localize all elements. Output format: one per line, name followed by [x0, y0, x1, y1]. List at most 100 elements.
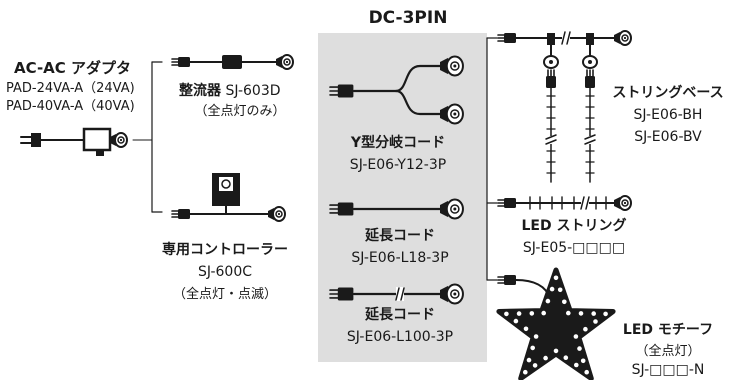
- led-string-break-gap: [581, 196, 589, 210]
- led-motif-bulb-11: [580, 358, 586, 364]
- string-vertical-break-right-gap: [585, 136, 595, 144]
- controller-box-icon: [209, 173, 240, 215]
- adapter-box: [82, 127, 112, 152]
- ext-short-socket: [440, 198, 464, 220]
- string-base-model-bv: SJ-E06-BV: [634, 129, 702, 145]
- adapter-output-socket-ring: [117, 136, 125, 144]
- rectifier-plug-body: [178, 57, 190, 67]
- led-motif-bulb-25: [516, 311, 522, 316]
- adapter-model-24va: PAD-24VA-A（24VA): [6, 81, 135, 96]
- rectifier-note: （全点灯のみ）: [194, 104, 286, 119]
- ext-short-title: 延長コード: [365, 228, 435, 244]
- led-motif-bulb-19: [526, 357, 532, 363]
- led-motif-bulb-9: [573, 334, 579, 339]
- led-motif-note: （全点灯）: [635, 344, 701, 359]
- controller-model: SJ-600C: [197, 264, 253, 280]
- ext-long-break: [395, 287, 405, 301]
- rectifier-socket-hole: [285, 60, 289, 64]
- string-vertical-plug-right-body: [585, 76, 595, 88]
- led-motif-bulb-4: [578, 311, 584, 316]
- adapter-model-40va: PAD-40VA-A（40VA): [6, 99, 135, 114]
- string-vertical-plug-left: [546, 69, 556, 88]
- splitter-plug: [329, 84, 354, 98]
- splitter-plug-body: [337, 84, 354, 98]
- controller-socket: [268, 206, 286, 222]
- led-motif-bulb-6: [603, 311, 608, 317]
- string-vertical-break-left-gap: [546, 136, 556, 144]
- splitter-socket-top-neck: [440, 57, 449, 75]
- string-base-end-socket: [614, 30, 632, 46]
- ext-short-model: SJ-E06-L18-3P: [351, 250, 449, 266]
- led-motif-plug-body: [504, 275, 516, 285]
- adapter-plug-body: [31, 133, 41, 147]
- controller-plug-body: [178, 209, 190, 219]
- rectifier-body: [222, 55, 242, 69]
- led-motif-bulb-23: [513, 318, 519, 324]
- splitter-branch-top: [394, 64, 442, 93]
- controller-led: [221, 179, 231, 189]
- string-vertical-break-left-slash-a: [545, 134, 557, 140]
- rectifier-socket-ring: [283, 58, 291, 66]
- header-title: DC-3PIN: [368, 8, 448, 28]
- led-motif-bulb-1: [557, 287, 563, 293]
- ext-short-socket-neck: [440, 200, 449, 218]
- led-motif-model: SJ-□□□-N: [631, 362, 705, 378]
- rectifier-model: SJ-603D: [225, 83, 281, 99]
- rectifier-label: 整流器 SJ-603D: [179, 83, 281, 100]
- controller-plug: [171, 209, 190, 219]
- led-motif-bulb-24: [504, 311, 509, 317]
- string-vertical-break-left-slash-b: [545, 139, 557, 145]
- led-string-plug: [497, 198, 516, 208]
- ext-long-socket-hole: [453, 292, 457, 296]
- ext-short-plug: [329, 202, 354, 216]
- splitter-socket-top: [440, 55, 464, 77]
- led-string-socket-hole: [623, 201, 627, 205]
- led-string-socket: [614, 195, 632, 211]
- led-motif-bulb-16: [543, 355, 548, 361]
- rectifier-title: 整流器: [179, 83, 221, 99]
- led-motif-bulb-29: [549, 286, 555, 292]
- led-motif-star: [496, 267, 616, 381]
- ext-short-socket-hole: [453, 207, 457, 211]
- led-motif-bulb-22: [523, 326, 529, 332]
- led-motif-bulb-13: [574, 362, 579, 368]
- ext-long-model: SJ-E06-L100-3P: [346, 329, 454, 345]
- led-string-plug-body: [504, 198, 516, 208]
- string-vertical-plug-right: [585, 69, 595, 88]
- led-motif-bulb-5: [591, 311, 596, 316]
- led-motif-bulb-7: [593, 319, 598, 324]
- led-motif-bulb-8: [583, 326, 588, 332]
- splitter-socket-bottom: [440, 103, 464, 125]
- adapter-title: AC-AC アダプタ: [14, 59, 132, 77]
- led-motif-bulb-0: [553, 275, 559, 281]
- led-motif-bulb-14: [563, 355, 569, 361]
- adapter-output-socket-hole: [119, 138, 123, 142]
- ext-long-break-gap: [396, 287, 404, 301]
- led-motif-bulb-2: [562, 299, 567, 305]
- led-motif-bulb-20: [530, 345, 535, 351]
- string-base-end-socket-ring: [621, 34, 629, 42]
- led-motif-bulb-21: [533, 334, 539, 339]
- controller-window: [219, 177, 233, 191]
- splitter-socket-bottom-hole: [453, 112, 457, 116]
- string-base-drop-hole-left: [549, 60, 553, 64]
- splitter-socket-top-hole: [453, 64, 457, 68]
- string-vertical-plug-left-body: [546, 76, 556, 88]
- led-motif-plug: [497, 275, 516, 285]
- string-base-break: [561, 31, 571, 45]
- ext-short-socket-ring: [450, 204, 460, 214]
- led-string-break-slash-a: [580, 196, 585, 210]
- splitter-socket-bottom-ring: [450, 109, 460, 119]
- ext-long-plug: [329, 287, 354, 301]
- string-base-tee-left: [547, 33, 555, 45]
- splitter-branch-bottom: [394, 89, 442, 116]
- led-motif-bulb-15: [553, 348, 559, 354]
- splitter-model: SJ-E06-Y12-3P: [349, 157, 447, 173]
- led-motif-bulb-17: [532, 363, 538, 368]
- ext-long-socket-neck: [440, 285, 449, 303]
- controller-socket-ring: [275, 210, 283, 218]
- led-string-socket-ring: [621, 199, 629, 207]
- splitter-title: Y型分岐コード: [350, 135, 446, 151]
- controller-socket-hole: [277, 212, 281, 216]
